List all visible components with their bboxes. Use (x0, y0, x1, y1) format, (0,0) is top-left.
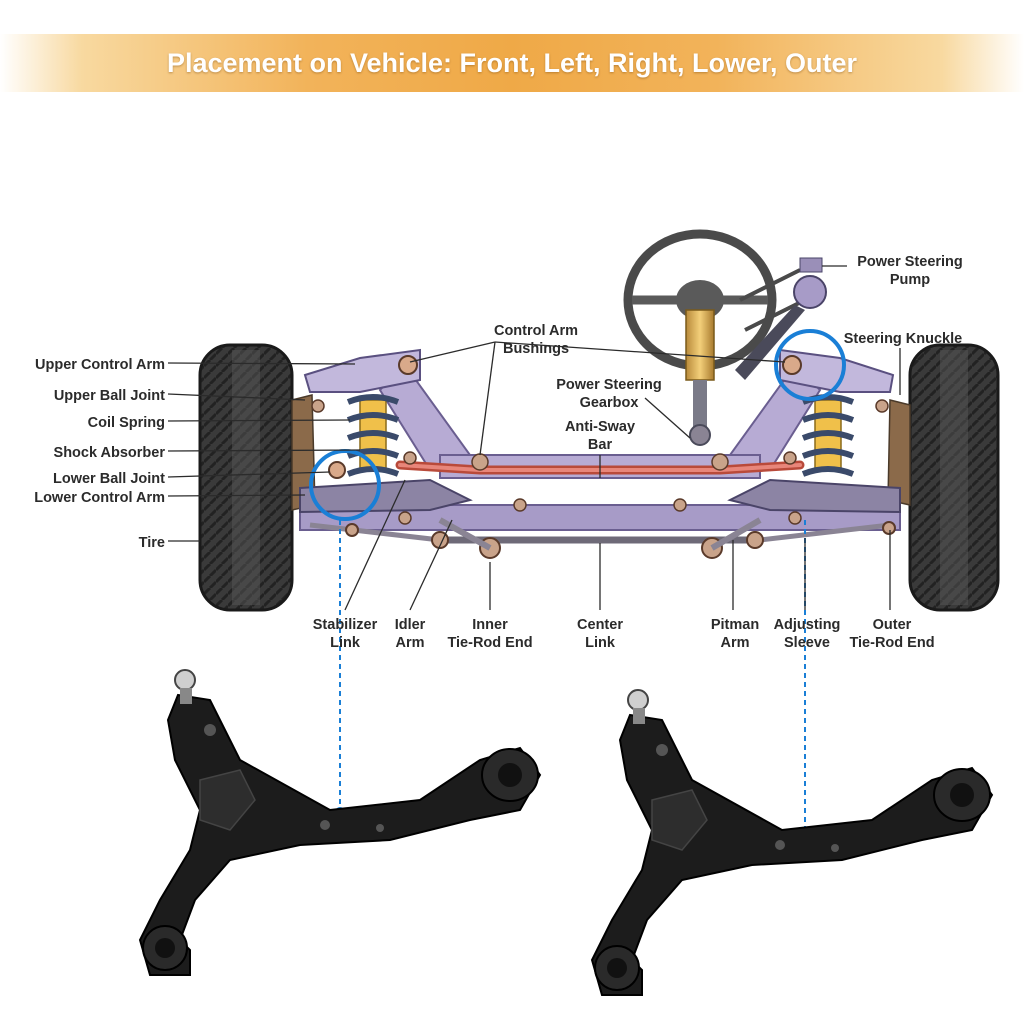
power-steering-pump (735, 257, 827, 380)
coil-spring-left (346, 394, 400, 477)
label-control-arm-bushings-1: Control Arm (494, 323, 578, 339)
label-stabilizer-link-1: Stabilizer (313, 617, 378, 633)
label-shock-absorber: Shock Absorber (54, 445, 166, 461)
banner-title: Placement on Vehicle: Front, Left, Right… (166, 48, 858, 78)
knuckle-right (887, 399, 911, 506)
tie-rods (309, 517, 896, 559)
label-anti-sway-bar-2: Bar (588, 437, 613, 453)
label-upper-control-arm: Upper Control Arm (35, 357, 165, 373)
label-center-link-2: Link (585, 635, 616, 651)
label-lower-ball-joint: Lower Ball Joint (53, 471, 165, 487)
highlight-circle-right (774, 329, 846, 401)
label-idler-arm-1: Idler (395, 617, 426, 633)
highlight-circle-left (309, 449, 381, 521)
coil-spring-right (801, 394, 855, 477)
label-inner-tie-rod-end-1: Inner (472, 617, 508, 633)
label-inner-tie-rod-end-2: Tie-Rod End (447, 635, 532, 651)
steering-column (685, 309, 715, 446)
bolts (311, 399, 889, 525)
label-stabilizer-link-2: Link (330, 635, 361, 651)
label-steering-knuckle: Steering Knuckle (844, 331, 962, 347)
label-power-steering-gearbox-1: Power Steering (556, 377, 662, 393)
product-control-arm-right (590, 689, 994, 996)
label-control-arm-bushings-2: Bushings (503, 341, 569, 357)
label-idler-arm-2: Arm (395, 635, 424, 651)
lower-control-arm-right (727, 478, 901, 514)
label-lower-control-arm: Lower Control Arm (34, 490, 165, 506)
label-tire: Tire (139, 535, 165, 551)
placement-banner: Placement on Vehicle: Front, Left, Right… (0, 34, 1024, 92)
label-pitman-arm-1: Pitman (711, 617, 759, 633)
product-control-arm-left (138, 669, 542, 976)
tire-right (908, 343, 1000, 612)
label-power-steering-gearbox-2: Gearbox (580, 395, 639, 411)
tire-left (198, 343, 294, 612)
upper-control-arm-right (779, 348, 895, 393)
label-pointers (167, 265, 901, 611)
label-adjusting-sleeve-1: Adjusting (774, 617, 841, 633)
label-coil-spring: Coil Spring (88, 415, 165, 431)
label-power-steering-pump-1: Power Steering (857, 254, 963, 270)
label-center-link-1: Center (577, 617, 623, 633)
label-anti-sway-bar-1: Anti-Sway (565, 419, 635, 435)
label-outer-tie-rod-end-1: Outer (873, 617, 912, 633)
label-upper-ball-joint: Upper Ball Joint (54, 388, 165, 404)
label-pitman-arm-2: Arm (720, 635, 749, 651)
label-adjusting-sleeve-2: Sleeve (784, 635, 830, 651)
upper-control-arm-left (303, 348, 421, 393)
label-outer-tie-rod-end-2: Tie-Rod End (849, 635, 934, 651)
lower-control-arm-left (299, 461, 473, 514)
label-power-steering-pump-2: Pump (890, 272, 930, 288)
